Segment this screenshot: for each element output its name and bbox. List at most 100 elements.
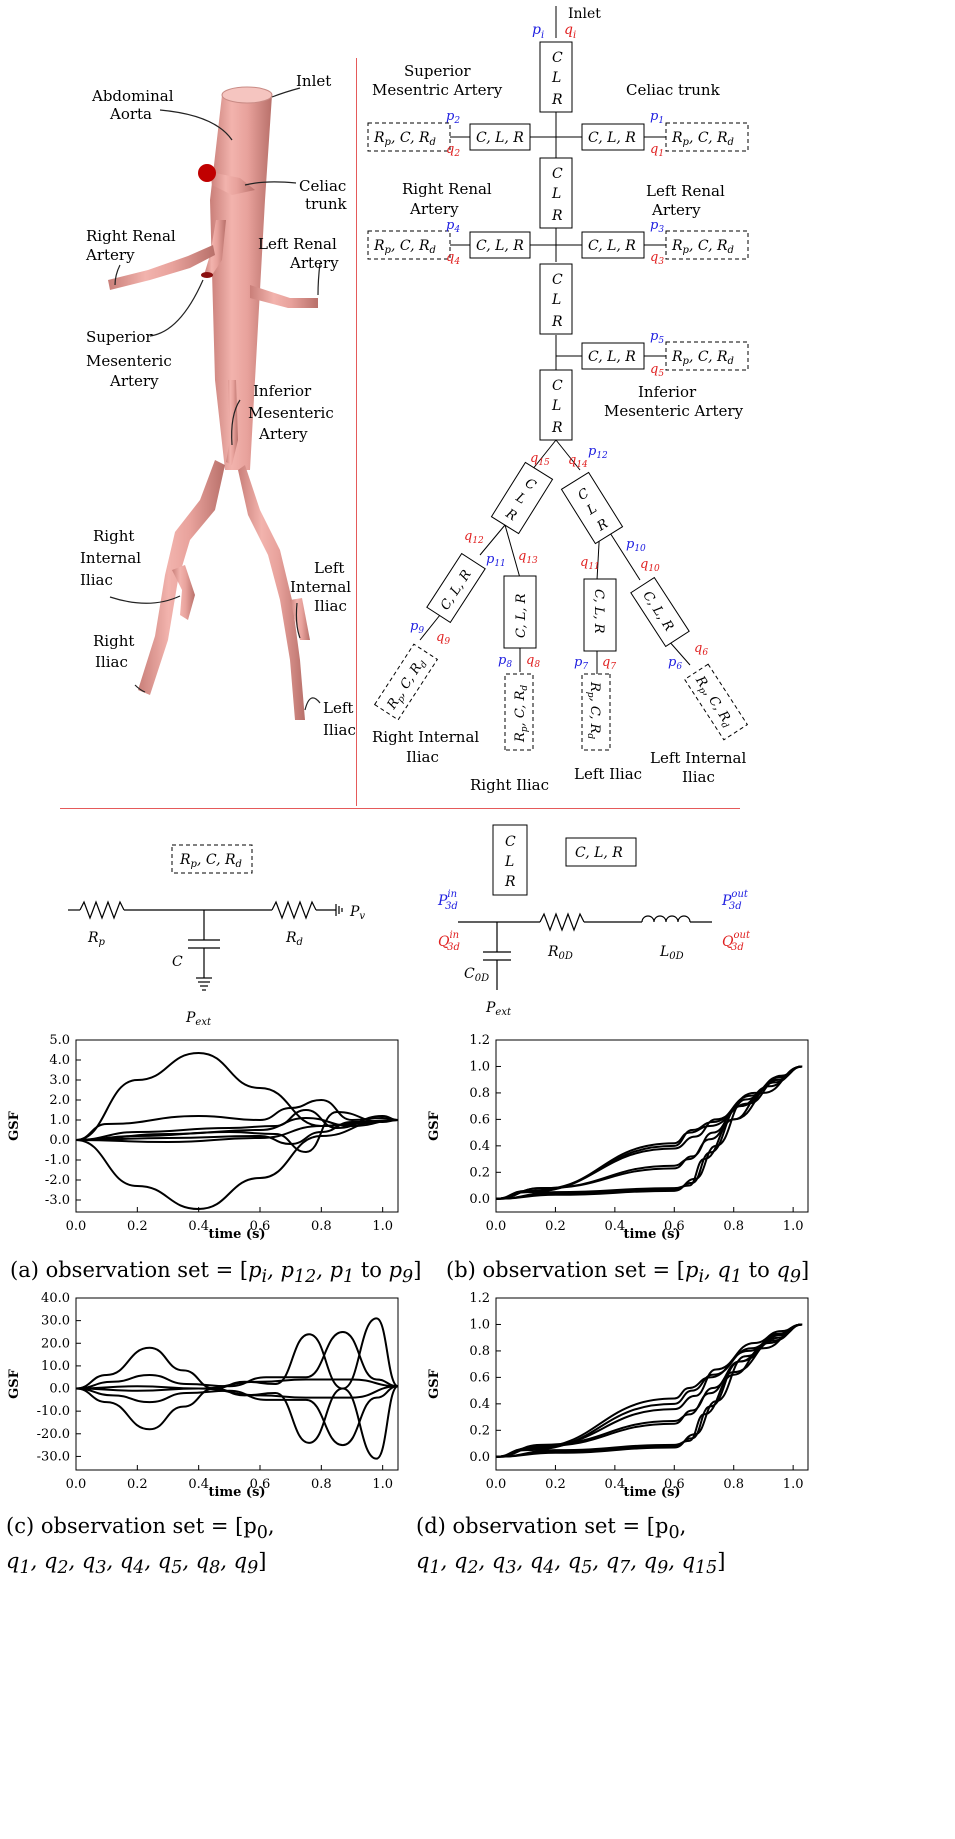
clr-horizontal-box: [565, 837, 637, 867]
series-line-1: [495, 1323, 803, 1458]
celiac-shape: [210, 172, 255, 195]
y-tick-label: 2.0: [49, 1093, 70, 1108]
label-li-2: Iliac: [323, 721, 356, 739]
svg-text:Right Iliac: Right Iliac: [470, 776, 549, 794]
svg-text:Mesentric Artery: Mesentric Artery: [372, 81, 503, 99]
svg-text:Artery: Artery: [409, 200, 459, 218]
caption-b: (b) observation set = [pi, q1 to q9]: [446, 1258, 810, 1288]
svg-text:R: R: [551, 208, 563, 224]
svg-text:C, L, R: C, L, R: [575, 845, 623, 861]
rcr-box-label: Rp, C, Rd: [179, 852, 242, 870]
x-tick-label: 1.0: [372, 1477, 393, 1492]
vertical-divider: [356, 58, 357, 806]
x-tick-label: 0.8: [723, 1477, 744, 1492]
label-lii-1: Left: [314, 559, 344, 577]
svg-text:Rp, C, Rd: Rp, C, Rd: [373, 130, 436, 148]
svg-text:p1: p1: [650, 109, 664, 126]
series-line-2: [495, 1065, 803, 1200]
label-rii-3: Iliac: [80, 571, 113, 589]
series-line-5: [495, 1323, 803, 1458]
y-tick-label: 0.0: [49, 1382, 70, 1397]
label-inlet: Inlet: [296, 72, 331, 90]
circuits-figure: Rp, C, Rd Rp Rd C Pv Pext C L R: [68, 824, 751, 1028]
x-tick-label: 0.6: [664, 1219, 685, 1234]
label-rii-2: Internal: [80, 549, 141, 567]
series-line-4: [75, 1385, 399, 1447]
x-tick-label: 0.0: [486, 1477, 507, 1492]
label-celiac-2: trunk: [305, 195, 348, 213]
c0d-label: C0D: [464, 966, 489, 984]
series-line-4: [495, 1323, 803, 1458]
svg-text:C, L, R: C, L, R: [588, 238, 636, 254]
sma-cap: [201, 272, 213, 278]
clr-block-1: C L R: [539, 41, 573, 113]
svg-text:Right Renal: Right Renal: [402, 180, 492, 198]
y-tick-label: 0.6: [469, 1370, 490, 1385]
net-branch-labels: Superior Mesentric Artery Celiac trunk R…: [372, 62, 746, 794]
plot-frame: [495, 1297, 809, 1471]
svg-text:Mesenteric Artery: Mesenteric Artery: [604, 402, 744, 420]
right-renal-shape: [108, 245, 215, 290]
svg-text:Iliac: Iliac: [682, 768, 715, 786]
y-tick-label: -3.0: [45, 1193, 70, 1208]
svg-text:Rp, C, Rd: Rp, C, Rd: [513, 685, 530, 743]
svg-text:Rp, C, Rd: Rp, C, Rd: [373, 238, 436, 256]
x-tick-label: 0.0: [486, 1219, 507, 1234]
series-line-3: [495, 1323, 803, 1458]
x-tick-label: 0.2: [545, 1219, 566, 1234]
series-line-2: [495, 1323, 803, 1458]
label-sma-3: Artery: [109, 372, 159, 390]
label-celiac-1: Celiac: [299, 177, 346, 195]
x-tick-label: 0.2: [545, 1477, 566, 1492]
plot-frame: [495, 1039, 809, 1213]
rd-resistor: [271, 900, 317, 920]
svg-text:R: R: [504, 874, 516, 890]
y-tick-label: -10.0: [37, 1404, 70, 1419]
series-line-5: [75, 1378, 399, 1390]
svg-text:C: C: [505, 834, 516, 850]
svg-text:p12: p12: [588, 444, 608, 461]
pext-label-right: Pext: [485, 1000, 512, 1018]
svg-text:Left Renal: Left Renal: [646, 182, 725, 200]
label-abdominal-1: Abdominal: [91, 87, 174, 105]
y-tick-label: 0.6: [469, 1112, 490, 1127]
x-tick-label: 0.2: [127, 1219, 148, 1234]
net-inlet-label: Inlet: [568, 6, 601, 22]
svg-text:q13: q13: [518, 549, 538, 566]
y-tick-label: 3.0: [49, 1073, 70, 1088]
svg-text:L: L: [551, 186, 561, 202]
x-tick-label: 0.8: [311, 1219, 332, 1234]
clr-block-2: C L R: [539, 157, 573, 229]
y-tick-label: 0.8: [469, 1086, 490, 1101]
svg-text:C, L, R: C, L, R: [588, 130, 636, 146]
c-label: C: [172, 954, 183, 970]
net-rotated-blocks: C L R C L R C, L, R C, L, R C, L, R C, L…: [373, 461, 749, 751]
series-line-8: [495, 1323, 803, 1458]
svg-text:L: L: [551, 398, 561, 414]
series-line-1: [495, 1065, 803, 1200]
y-tick-label: 20.0: [41, 1336, 70, 1351]
svg-text:q15: q15: [530, 451, 550, 468]
series-line-7: [495, 1323, 803, 1458]
series-line-1: [75, 1317, 399, 1390]
x-tick-label: 0.4: [605, 1477, 626, 1492]
series-line-8: [495, 1065, 803, 1200]
svg-text:R: R: [551, 420, 563, 436]
y-tick-label: 1.2: [469, 1291, 490, 1306]
x-tick-label: 0.8: [723, 1219, 744, 1234]
svg-text:q2: q2: [446, 142, 460, 159]
net-clr-horizontal: C, L, R C, L, R C, L, R C, L, R C, L, R: [469, 123, 645, 370]
svg-text:Left Iliac: Left Iliac: [574, 765, 642, 783]
sma-shape: [204, 220, 226, 275]
svg-text:Right Internal: Right Internal: [372, 728, 479, 746]
anatomy-figure: Inlet Abdominal Aorta Celiac trunk Right…: [80, 72, 356, 739]
y-tick-label: -1.0: [45, 1153, 70, 1168]
y-tick-label: 0.8: [469, 1344, 490, 1359]
svg-text:q6: q6: [694, 641, 708, 658]
svg-text:C, L, R: C, L, R: [591, 589, 606, 634]
net-rcr-boxes: Rp, C, Rd Rp, C, Rd Rp, C, Rd Rp, C, Rd …: [367, 122, 749, 371]
x-tick-label: 1.0: [783, 1477, 804, 1492]
svg-text:Rp, C, Rd: Rp, C, Rd: [671, 238, 734, 256]
x-tick-label: 1.0: [783, 1219, 804, 1234]
